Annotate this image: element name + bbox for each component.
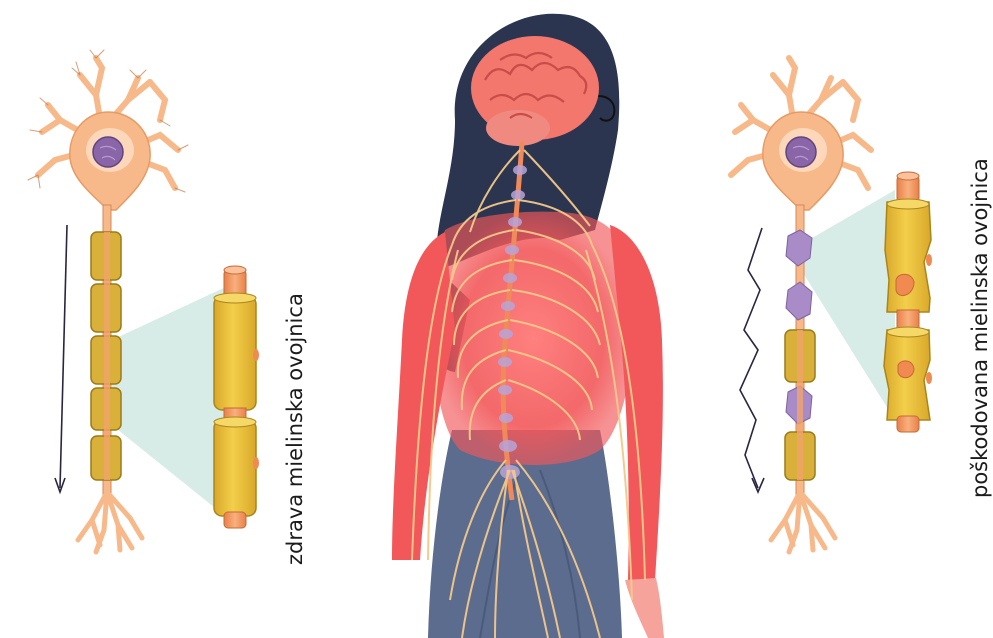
damaged-myelin-label: poškodovana mielinska ovojnica [968, 158, 992, 498]
torso [433, 212, 633, 465]
healthy-neuron-icon [28, 50, 259, 552]
nucleus-right [786, 137, 816, 167]
zoomed-axon-left [214, 266, 259, 528]
nucleus-left [93, 137, 123, 167]
lesion-2 [786, 282, 812, 320]
signal-arrow-left [55, 225, 67, 492]
signal-arrow-right [740, 228, 764, 492]
damaged-neuron-icon [731, 58, 932, 552]
human-nervous-system-illustration [392, 14, 664, 638]
healthy-myelin-label: zdrava mielinska ovojnica [283, 293, 307, 565]
zoom-cone-right [800, 190, 895, 420]
zoom-cone-left [112, 285, 230, 520]
zoomed-axon-right [884, 172, 932, 432]
